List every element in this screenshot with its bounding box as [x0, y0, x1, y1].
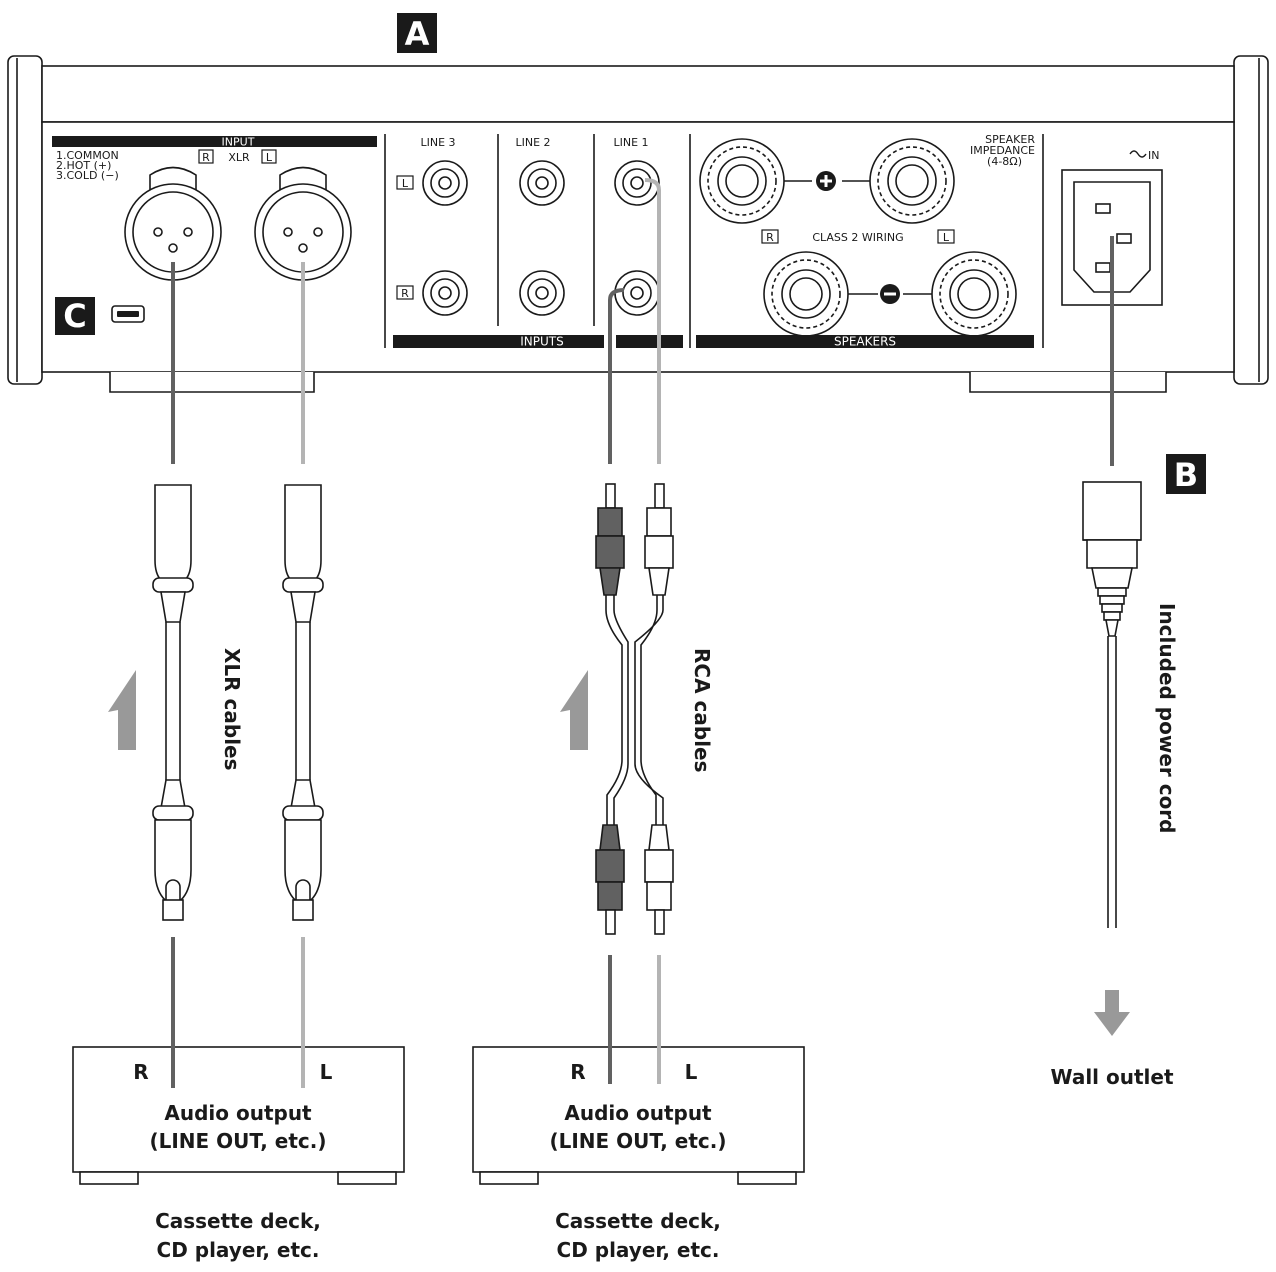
class2-wiring-label: CLASS 2 WIRING: [812, 231, 903, 244]
pin-3-label: 3.COLD (−): [56, 169, 119, 182]
device-2-caption-1: Cassette deck,: [555, 1209, 721, 1233]
speaker-l-minus-terminal[interactable]: [931, 251, 1017, 337]
speakers-bar-label: SPEAKERS: [834, 335, 896, 349]
device-2-subtitle: (LINE OUT, etc.): [549, 1129, 726, 1153]
power-cord-label: Included power cord: [1155, 603, 1179, 834]
device-2-l-label: L: [685, 1060, 698, 1084]
up-arrow-icon: [108, 670, 136, 750]
speaker-l-box: [937, 229, 955, 244]
left-bracket: [7, 55, 43, 385]
up-arrow-icon: [560, 670, 588, 750]
power-cord-plug: [1082, 481, 1142, 928]
xlr-socket-r[interactable]: [124, 166, 222, 281]
xlr-l-box: [261, 149, 277, 164]
speaker-r-plus-terminal[interactable]: [699, 138, 785, 224]
line-r-label: R: [401, 287, 409, 300]
device-2-caption-2: CD player, etc.: [557, 1238, 720, 1262]
xlr-r-box: [198, 149, 214, 164]
ac-in-label: IN: [1148, 149, 1159, 162]
speaker-r-label: R: [766, 231, 774, 244]
callout-c: C: [63, 297, 86, 335]
speaker-impedance-3: (4-8Ω): [987, 155, 1022, 168]
source-device-xlr: R L Audio output (LINE OUT, etc.) Casset…: [72, 1046, 405, 1262]
inputs-bar-label: INPUTS: [520, 335, 563, 349]
rca-l-cable-upper: [644, 178, 661, 464]
callout-c-box: [55, 297, 95, 335]
xlr-label: XLR: [228, 151, 250, 164]
line-l-label: L: [402, 177, 409, 190]
line-r-box: [396, 285, 414, 300]
device-2-title: Audio output: [564, 1101, 712, 1125]
line-3-label: LINE 3: [420, 136, 455, 149]
device-1-title: Audio output: [164, 1101, 312, 1125]
rca-l-plug-lower: [644, 824, 674, 935]
right-bracket: [1233, 55, 1269, 385]
left-foot: [109, 372, 315, 393]
device-1-subtitle: (LINE OUT, etc.): [149, 1129, 326, 1153]
line-1-r-jack[interactable]: [614, 270, 660, 316]
xlr-cables-label: XLR cables: [220, 648, 244, 771]
line-3-r-jack[interactable]: [422, 270, 468, 316]
callout-a-box: [397, 13, 437, 53]
xlr-socket-l[interactable]: [254, 166, 352, 281]
xlr-r-plug-upper: [152, 484, 194, 780]
speaker-l-plus-terminal[interactable]: [869, 138, 955, 224]
line-3-l-jack[interactable]: [422, 160, 468, 206]
callout-a: A: [405, 15, 430, 53]
speakers-bar: [696, 335, 1034, 348]
usb-port-icon[interactable]: [111, 305, 145, 323]
speaker-l-label: L: [943, 231, 950, 244]
input-header: INPUT: [222, 136, 255, 149]
speaker-impedance-1: SPEAKER: [985, 133, 1035, 146]
device-1-caption-2: CD player, etc.: [157, 1238, 320, 1262]
panel-face: [41, 121, 1235, 373]
speaker-r-minus-terminal[interactable]: [763, 251, 849, 337]
pin-1-label: 1.COMMON: [56, 149, 119, 162]
xlr-l-plug-upper: [282, 484, 324, 780]
minus-icon: [880, 284, 900, 304]
xlr-l-label: L: [266, 151, 273, 164]
rca-l-plug-upper: [644, 483, 674, 596]
xlr-r-plug-lower: [152, 779, 194, 921]
device-1-caption-1: Cassette deck,: [155, 1209, 321, 1233]
input-header-bar: [52, 136, 377, 147]
device-1-r-label: R: [133, 1060, 148, 1084]
right-foot: [969, 372, 1167, 393]
rca-cables-label: RCA cables: [690, 648, 714, 773]
source-device-rca: R L Audio output (LINE OUT, etc.) Casset…: [472, 1046, 805, 1262]
line-1-label: LINE 1: [613, 136, 648, 149]
device-2-r-label: R: [570, 1060, 585, 1084]
speaker-impedance-2: IMPEDANCE: [970, 144, 1035, 157]
plus-icon: [816, 171, 836, 191]
top-housing: [41, 65, 1235, 123]
line-l-box: [396, 175, 414, 190]
rca-r-plug-upper: [595, 483, 625, 596]
speaker-r-box: [761, 229, 779, 244]
down-arrow-icon: [1094, 990, 1130, 1036]
xlr-r-label: R: [202, 151, 210, 164]
line-2-label: LINE 2: [515, 136, 550, 149]
wall-outlet-label: Wall outlet: [1050, 1065, 1173, 1089]
line-2-r-jack[interactable]: [519, 270, 565, 316]
rca-split-cable: [605, 595, 664, 825]
rca-r-cable-upper: [608, 288, 625, 464]
pin-2-label: 2.HOT (+): [56, 159, 111, 172]
xlr-l-plug-lower: [282, 779, 324, 921]
line-1-l-jack[interactable]: [614, 160, 660, 206]
callout-b: B: [1174, 456, 1198, 494]
device-1-l-label: L: [320, 1060, 333, 1084]
cable-ends: [171, 1045, 661, 1088]
callout-b-box: [1166, 454, 1206, 494]
ac-tilde-icon: [1129, 150, 1147, 158]
line-2-l-jack[interactable]: [519, 160, 565, 206]
rca-r-plug-lower: [595, 824, 625, 935]
